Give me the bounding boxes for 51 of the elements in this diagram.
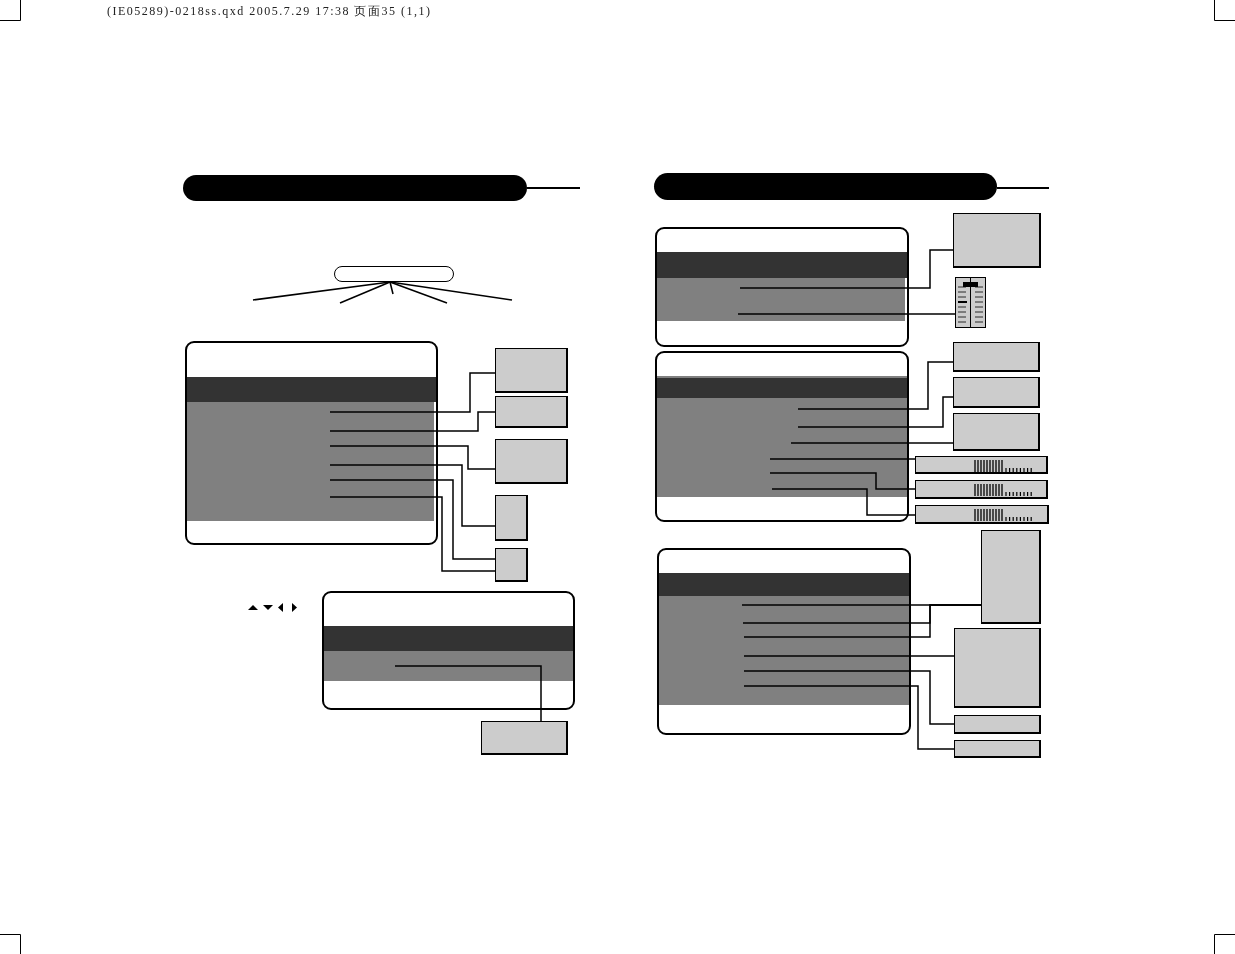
menu-screen xyxy=(655,227,909,347)
leader-line xyxy=(743,655,955,657)
submenu-box xyxy=(495,439,568,484)
leader-line xyxy=(797,396,954,428)
leader-line xyxy=(769,472,916,490)
leader-line xyxy=(771,488,916,516)
submenu-box xyxy=(953,213,1041,268)
leader-line xyxy=(329,496,496,572)
submenu-box xyxy=(481,721,568,755)
pill-shape xyxy=(334,266,454,282)
leader-line xyxy=(329,479,496,560)
submenu-box xyxy=(495,348,568,393)
submenu-box xyxy=(953,413,1040,451)
fan-line xyxy=(389,281,513,301)
leader-line xyxy=(329,411,496,432)
leader-line xyxy=(743,604,982,638)
leader-line xyxy=(329,445,496,470)
fan-line xyxy=(389,281,394,295)
leader-line xyxy=(769,458,916,460)
submenu-box xyxy=(495,495,528,541)
submenu-box xyxy=(954,715,1041,734)
submenu-box xyxy=(954,740,1041,758)
leader-line xyxy=(743,685,955,750)
leader-line xyxy=(329,372,496,413)
leader-line xyxy=(394,665,542,722)
level-bar xyxy=(915,456,1048,474)
submenu-box xyxy=(495,548,528,582)
leader-line xyxy=(739,249,954,289)
slider-icon xyxy=(955,277,986,328)
leader-line xyxy=(743,670,955,725)
menu-screen xyxy=(657,548,911,735)
leader-line xyxy=(790,442,954,444)
menu-screen xyxy=(322,591,575,710)
submenu-box xyxy=(981,530,1041,624)
title-bar xyxy=(183,175,527,201)
submenu-box xyxy=(954,628,1041,708)
leader-line xyxy=(329,464,496,527)
submenu-box xyxy=(953,377,1040,408)
title-bar xyxy=(654,173,997,200)
leader-line xyxy=(737,313,956,315)
leader-line xyxy=(797,361,954,410)
file-slug-text: (IE05289)-0218ss.qxd 2005.7.29 17:38 页面35 (1,1) xyxy=(107,3,432,19)
menu-screen xyxy=(655,351,909,522)
fan-line xyxy=(339,281,391,304)
level-bar xyxy=(915,480,1048,499)
fan-line xyxy=(389,281,448,304)
submenu-box xyxy=(495,396,568,428)
menu-screen xyxy=(185,341,438,545)
level-bar xyxy=(915,505,1049,524)
fan-line xyxy=(252,281,391,301)
submenu-box xyxy=(953,342,1040,372)
